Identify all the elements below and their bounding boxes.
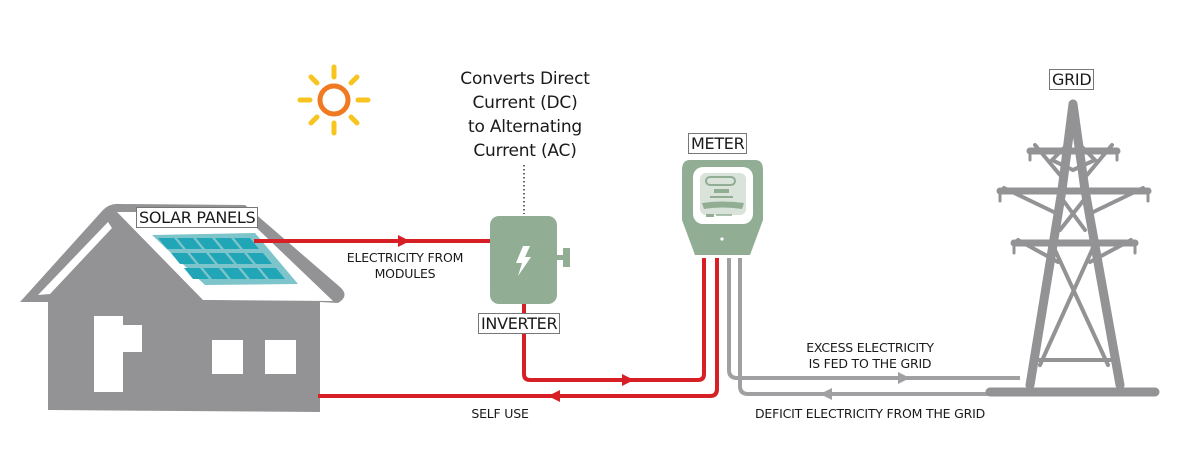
solar-cell <box>190 253 215 264</box>
label-line: ELECTRICITY FROM <box>346 250 464 265</box>
label-line: MODULES <box>374 266 436 281</box>
solar-cell <box>222 268 247 279</box>
arrow-left-icon <box>548 390 560 402</box>
solar-cell <box>158 238 183 249</box>
solar-cell <box>215 238 240 249</box>
note-line: Current (DC) <box>472 93 578 113</box>
arrow-right-icon <box>622 374 634 386</box>
arrow-right-icon <box>898 372 910 384</box>
grid-label: GRID <box>1049 69 1095 90</box>
transmission-tower-icon <box>985 99 1160 397</box>
solar-panels-label: SOLAR PANELS <box>136 207 259 228</box>
solar-cell <box>184 268 209 279</box>
note-line: Converts Direct <box>460 69 590 89</box>
solar-cell <box>241 268 266 279</box>
excess-electricity-label: EXCESS ELECTRICITY IS FED TO THE GRID <box>780 340 960 372</box>
electric-meter-icon <box>682 160 763 255</box>
solar-cell <box>196 238 221 249</box>
lightning-bolt-icon <box>516 246 531 276</box>
deficit-electricity-label: DEFICIT ELECTRICITY FROM THE GRID <box>754 406 986 421</box>
solar-cell <box>209 253 234 264</box>
electricity-from-modules-label: ELECTRICITY FROM MODULES <box>330 250 480 282</box>
inverter-icon <box>490 216 570 304</box>
grid-lines <box>727 258 1050 396</box>
solar-cell <box>203 268 228 279</box>
solar-cell <box>228 253 253 264</box>
solar-cell <box>177 238 202 249</box>
solar-panel-icon <box>152 233 298 285</box>
solar-cell <box>234 238 259 249</box>
inverter-label: INVERTER <box>478 313 561 334</box>
note-line: Current (AC) <box>473 141 577 161</box>
solar-cell <box>260 268 285 279</box>
dc-line <box>254 235 491 247</box>
solar-cell <box>171 253 196 264</box>
sun-icon <box>297 64 371 136</box>
arrow-right-icon <box>398 235 410 247</box>
note-line: to Alternating <box>468 117 582 137</box>
solar-cell <box>247 253 272 264</box>
label-line: EXCESS ELECTRICITY <box>806 340 934 355</box>
meter-label: METER <box>688 133 748 154</box>
label-line: IS FED TO THE GRID <box>808 356 932 371</box>
ac-lines <box>318 258 719 398</box>
arrow-left-icon <box>820 388 832 400</box>
self-use-label: SELF USE <box>471 406 529 421</box>
inverter-note: Converts Direct Current (DC) to Alternat… <box>440 67 610 163</box>
